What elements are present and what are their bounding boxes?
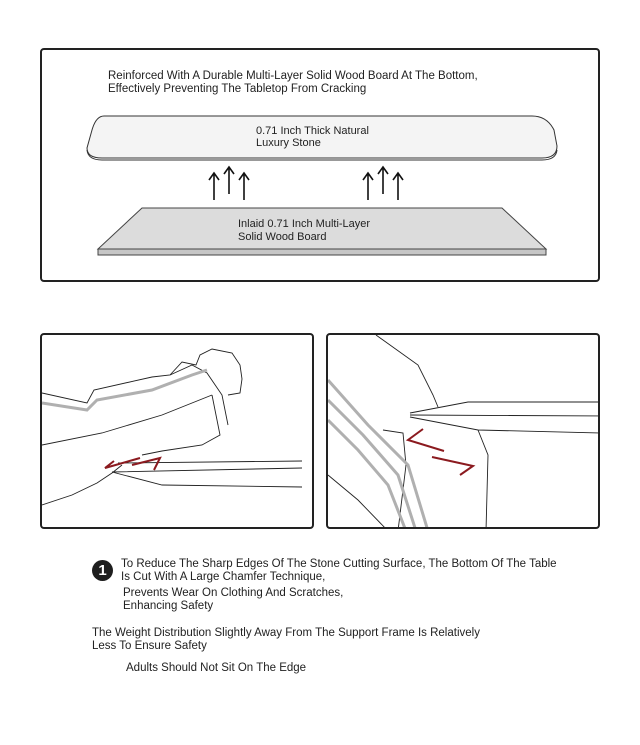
knee-chamfer-illustration bbox=[326, 333, 600, 529]
layer-diagram-panel: Reinforced With A Durable Multi-Layer So… bbox=[40, 48, 600, 282]
upward-arrows-left bbox=[208, 165, 250, 200]
stone-label-line2: Luxury Stone bbox=[256, 137, 321, 149]
point1-line2: Is Cut With A Large Chamfer Technique, bbox=[121, 571, 326, 583]
point1-line1: To Reduce The Sharp Edges Of The Stone C… bbox=[121, 558, 557, 570]
arm-chamfer-illustration bbox=[40, 333, 314, 529]
point1-line4: Enhancing Safety bbox=[123, 600, 214, 612]
knee-at-table-drawing bbox=[328, 335, 598, 527]
stone-label-line1: 0.71 Inch Thick Natural bbox=[256, 125, 369, 137]
point2-line1: The Weight Distribution Slightly Away Fr… bbox=[92, 627, 480, 639]
wood-label-line2: Solid Wood Board bbox=[238, 231, 327, 243]
wood-board bbox=[96, 207, 548, 256]
upward-arrows-right bbox=[362, 165, 404, 200]
stone-slab bbox=[86, 115, 558, 161]
badge-number-1: 1 bbox=[92, 560, 113, 581]
wood-label-line1: Inlaid 0.71 Inch Multi-Layer bbox=[238, 218, 371, 230]
point3: Adults Should Not Sit On The Edge bbox=[126, 662, 307, 674]
panel-heading-line2: Effectively Preventing The Tabletop From… bbox=[108, 83, 367, 95]
panel-heading-line1: Reinforced With A Durable Multi-Layer So… bbox=[108, 70, 478, 82]
arm-on-table-drawing bbox=[42, 348, 303, 506]
point2-line2: Less To Ensure Safety bbox=[92, 640, 207, 652]
point1-line3: Prevents Wear On Clothing And Scratches, bbox=[123, 587, 344, 599]
layer-diagram bbox=[86, 115, 558, 256]
